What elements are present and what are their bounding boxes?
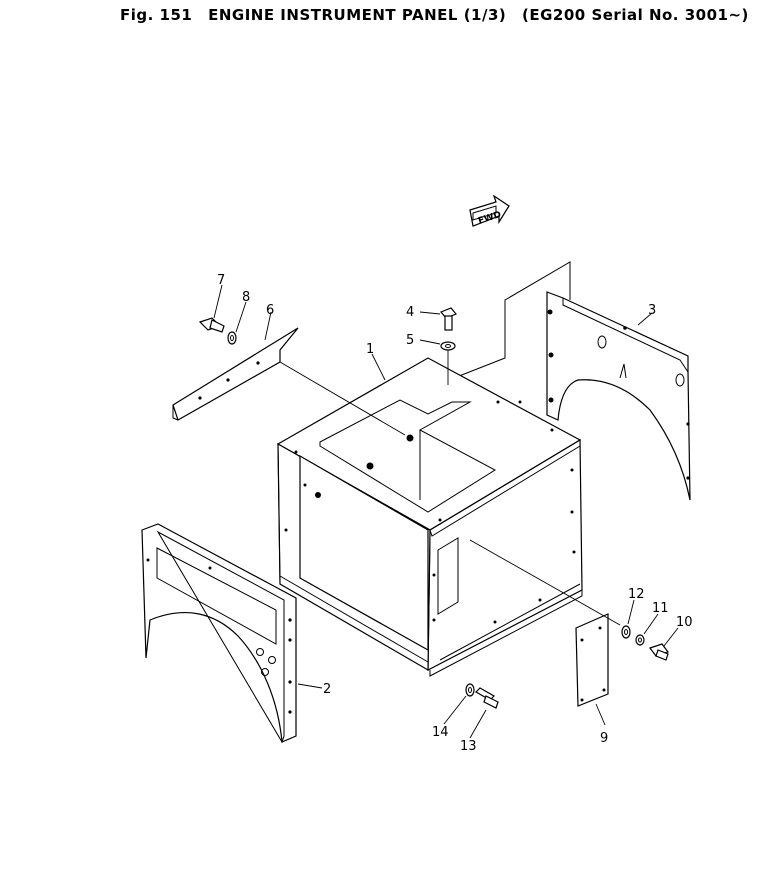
callout-7: 7 <box>217 273 225 288</box>
part-1-panel-frame <box>276 357 583 677</box>
part-3-right-cover <box>448 261 691 501</box>
part-8-washer <box>227 331 237 345</box>
callout-14: 14 <box>432 725 449 740</box>
callout-5: 5 <box>406 333 414 348</box>
part-14-washer <box>465 683 475 697</box>
part-7-bolt <box>198 317 225 333</box>
part-13-bolt <box>475 687 499 709</box>
callout-1: 1 <box>366 342 374 357</box>
part-12-washer <box>621 625 631 639</box>
callout-4: 4 <box>406 305 414 320</box>
callout-6: 6 <box>266 303 274 318</box>
assembly-guide-lines <box>279 350 621 626</box>
callout-labels: 1 2 3 4 5 6 7 8 9 10 11 12 13 14 <box>217 273 693 754</box>
callout-2: 2 <box>323 682 331 697</box>
callout-3: 3 <box>648 303 656 318</box>
callout-8: 8 <box>242 290 250 305</box>
part-6-bracket <box>172 327 299 421</box>
exploded-parts-diagram: FWD <box>141 194 693 754</box>
part-2-left-cover <box>141 523 297 744</box>
callout-12: 12 <box>628 587 645 602</box>
part-5-washer <box>440 341 456 351</box>
callout-13: 13 <box>460 739 477 754</box>
figure-title: Fig. 151 ENGINE INSTRUMENT PANEL (1/3) (… <box>120 1 748 29</box>
part-4-bolt <box>440 307 457 331</box>
figure-model: (EG200 Serial No. 3001~) <box>522 6 749 24</box>
part-10-bolt <box>649 643 669 661</box>
figure-number: Fig. 151 <box>120 6 193 24</box>
part-11-lock-washer <box>635 634 645 646</box>
fwd-arrow: FWD <box>469 194 510 227</box>
callout-11: 11 <box>652 601 669 616</box>
callout-9: 9 <box>600 731 608 746</box>
figure-name: ENGINE INSTRUMENT PANEL (1/3) <box>208 6 507 24</box>
callout-leaders <box>213 284 679 739</box>
part-9-cover-plate <box>575 613 609 707</box>
callout-10: 10 <box>676 615 693 630</box>
